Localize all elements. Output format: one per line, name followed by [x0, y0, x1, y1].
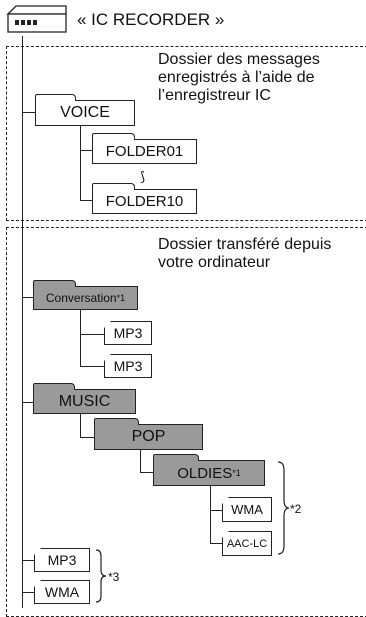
connector: [22, 560, 34, 561]
transferred-caption: Dossier transféré depuis votre ordinateu…: [158, 236, 332, 271]
oldies-file-aac: AAC-LC: [222, 531, 272, 556]
oldies-file-wma: WMA: [222, 497, 272, 522]
folder01: FOLDER01: [91, 133, 197, 164]
connector: [22, 297, 34, 298]
connector: [22, 402, 34, 403]
root-file-mp3: MP3: [34, 548, 90, 572]
connector: [80, 150, 92, 151]
conversation-folder: Conversation*1: [32, 280, 138, 310]
voice-folder: VOICE: [34, 94, 135, 126]
connector: [140, 472, 153, 473]
connector: [80, 334, 104, 335]
connector: [22, 112, 36, 113]
connector: [140, 450, 141, 472]
pop-folder: POP: [93, 418, 203, 450]
note-3: *3: [108, 570, 120, 584]
trunk-line: [22, 36, 23, 608]
connector: [210, 510, 222, 511]
conversation-file-mp3-2: MP3: [104, 354, 152, 378]
brace-3: [95, 549, 107, 603]
music-folder: MUSIC: [32, 383, 136, 414]
connector: [80, 366, 104, 367]
connector: [22, 592, 34, 593]
note-2: *2: [290, 502, 302, 516]
ellipsis-mark: ⟆: [140, 169, 146, 184]
brace-2: [277, 461, 290, 555]
folder10: FOLDER10: [91, 183, 197, 214]
connector: [210, 486, 211, 543]
connector: [80, 126, 81, 200]
connector: [80, 200, 92, 201]
root-label: « IC RECORDER »: [77, 10, 225, 29]
recorded-section: [6, 46, 366, 221]
connector: [80, 437, 94, 438]
conversation-file-mp3-1: MP3: [104, 321, 152, 345]
oldies-folder: OLDIES*1: [152, 454, 265, 486]
connector: [80, 414, 81, 437]
root-file-wma: WMA: [34, 580, 90, 604]
connector: [80, 310, 81, 366]
connector: [210, 543, 222, 544]
recorded-caption: Dossier des messages enregistrés à l’aid…: [158, 51, 320, 104]
ic-recorder-icon: [6, 4, 68, 36]
